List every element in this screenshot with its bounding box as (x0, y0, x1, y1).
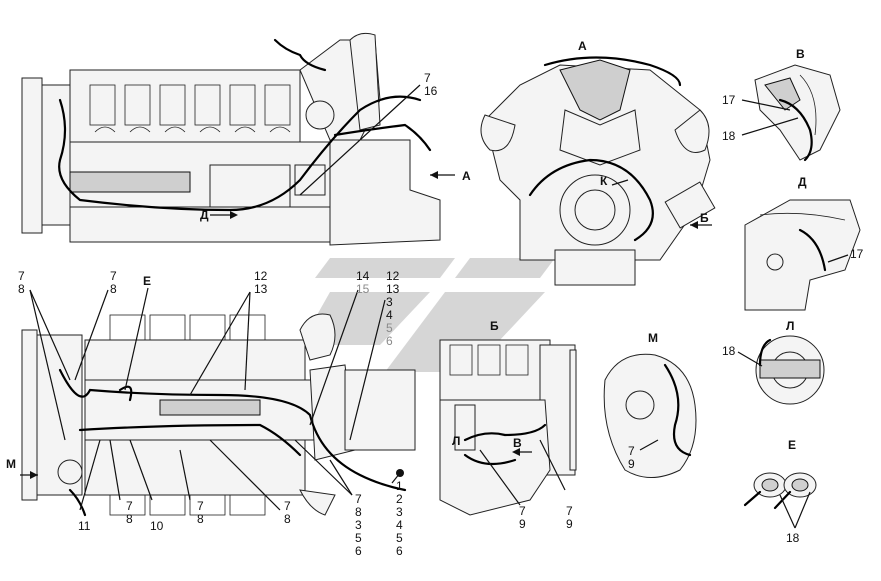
view-title-v: В (796, 47, 805, 61)
label-m79-9: 9 (628, 457, 635, 471)
label-col-4: 4 (386, 308, 393, 322)
label-col-5: 5 (386, 321, 393, 335)
label-l-18: 18 (722, 344, 736, 358)
label-c2-2: 2 (396, 492, 403, 506)
label-c1-3: 3 (355, 518, 362, 532)
label-11: 11 (78, 519, 91, 533)
label-c1-8: 8 (355, 505, 362, 519)
label-10: 10 (150, 519, 164, 533)
detail-view-m (603, 353, 697, 478)
label-c1-6: 6 (355, 544, 362, 558)
arrow-label-d-side: Д (200, 208, 209, 222)
label-78a-8: 8 (126, 512, 133, 526)
label-m79-7: 7 (628, 444, 635, 458)
engine-side-view (21, 32, 455, 246)
label-c2-3: 3 (396, 505, 403, 519)
label-78c-7: 7 (284, 499, 291, 513)
label-78c-8: 8 (284, 512, 291, 526)
label-left-top2-8: 8 (110, 282, 117, 296)
engine-front-view-a (480, 56, 716, 286)
arrow-label-a-side: А (462, 169, 471, 183)
label-d-17: 17 (850, 247, 864, 261)
label-78a-7: 7 (126, 499, 133, 513)
label-c1-5: 5 (355, 531, 362, 545)
label-col-13: 13 (386, 282, 400, 296)
engine-top-view (20, 287, 416, 517)
label-top-mid-13: 13 (254, 282, 268, 296)
label-b79b-7: 7 (566, 504, 573, 518)
label-15: 15 (356, 282, 370, 296)
arrow-label-m: М (6, 457, 16, 471)
view-title-m: М (648, 331, 658, 345)
arrow-label-v-b: В (513, 436, 522, 450)
view-title-a: А (578, 39, 587, 53)
label-c2-4: 4 (396, 518, 403, 532)
view-title-d: Д (798, 175, 807, 189)
label-78b-8: 8 (197, 512, 204, 526)
label-c2-6: 6 (396, 544, 403, 558)
label-left-top-8: 8 (18, 282, 25, 296)
view-title-b: Б (490, 319, 499, 333)
arrow-label-k: К (600, 174, 608, 188)
label-col-3: 3 (386, 295, 393, 309)
label-c1-7: 7 (355, 492, 362, 506)
label-left-top-7: 7 (18, 269, 25, 283)
view-title-e: Е (788, 438, 796, 452)
detail-view-l (737, 335, 825, 405)
label-b79a-7: 7 (519, 504, 526, 518)
label-b79a-9: 9 (519, 517, 526, 531)
label-left-top2-7: 7 (110, 269, 117, 283)
engine-rear-view-b (439, 339, 577, 516)
label-c2-1: 1 (396, 479, 403, 493)
label-78b-7: 7 (197, 499, 204, 513)
label-col-6: 6 (386, 334, 393, 348)
label-v-18: 18 (722, 129, 736, 143)
detail-view-d (744, 199, 861, 311)
label-7-16-b: 16 (424, 84, 438, 98)
label-c2-5: 5 (396, 531, 403, 545)
detail-view-e (743, 472, 817, 529)
label-14: 14 (356, 269, 370, 283)
detail-view-v (741, 64, 841, 162)
label-b79b-9: 9 (566, 517, 573, 531)
view-title-l: Л (786, 319, 794, 333)
label-e-18: 18 (786, 531, 800, 545)
arrow-label-l-b: Л (452, 434, 460, 448)
label-e-top: Е (143, 274, 151, 288)
label-v-17: 17 (722, 93, 736, 107)
arrow-label-b-front: Б (700, 211, 709, 225)
watermark-logo (300, 258, 555, 372)
label-top-mid-12: 12 (254, 269, 268, 283)
label-col-12: 12 (386, 269, 400, 283)
label-7-16-a: 7 (424, 71, 431, 85)
